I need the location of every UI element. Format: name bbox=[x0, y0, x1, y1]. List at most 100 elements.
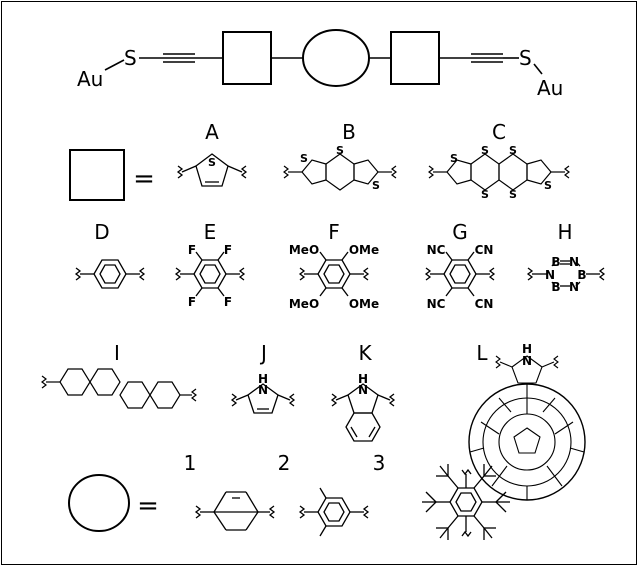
label-2: 2 bbox=[278, 451, 291, 475]
label-f: F bbox=[328, 220, 340, 244]
ring-2-inner bbox=[323, 502, 345, 522]
ring-f bbox=[317, 259, 351, 289]
nitrogen-atom: N bbox=[569, 280, 579, 294]
wavy-end-icon bbox=[230, 393, 238, 407]
bond-h-nb-right-top bbox=[575, 261, 581, 267]
cyano-group: NC bbox=[427, 297, 446, 311]
label-g: G bbox=[452, 220, 468, 244]
tert-butyl-group bbox=[436, 464, 459, 489]
wavy-end-icon bbox=[74, 267, 82, 281]
equals-sign-square: = bbox=[133, 164, 155, 194]
wavy-end-icon bbox=[41, 375, 47, 389]
methoxy-group: MeO bbox=[289, 297, 319, 311]
bond-h-nb-right-bottom bbox=[575, 281, 581, 287]
ring-c-3 bbox=[498, 153, 528, 191]
tert-butyl-group bbox=[482, 491, 510, 513]
fluorine-atom: F bbox=[188, 295, 196, 309]
boron-atom: B bbox=[551, 280, 560, 294]
square-unit-right bbox=[390, 31, 440, 85]
hydrogen-atom: H bbox=[258, 372, 268, 386]
square-legend-symbol bbox=[69, 149, 125, 201]
wavy-end-icon bbox=[553, 355, 559, 369]
methoxy-group: OMe bbox=[349, 297, 379, 311]
structure-i-fused-aromatic bbox=[41, 368, 197, 409]
bond-g-c2 bbox=[467, 251, 475, 261]
bond-f-o2 bbox=[341, 251, 349, 261]
wavy-end-icon bbox=[495, 355, 501, 369]
fullerene-spoke bbox=[480, 421, 500, 435]
wavy-end-icon bbox=[138, 267, 146, 281]
wavy-end-icon bbox=[461, 530, 472, 538]
methoxy-group: MeO bbox=[289, 243, 319, 257]
nitrogen-atom: N bbox=[522, 354, 532, 368]
bond-a-right bbox=[227, 165, 243, 173]
bond-a-left bbox=[181, 165, 197, 173]
boron-atom: B bbox=[577, 268, 586, 282]
ring-d-inner bbox=[99, 264, 121, 284]
ring-g bbox=[443, 259, 477, 289]
au-right-label: Au bbox=[537, 76, 563, 100]
bond-l-left bbox=[499, 361, 513, 368]
wavy-end-icon bbox=[362, 267, 370, 281]
double-bond-k-2 bbox=[368, 426, 376, 438]
label-d: D bbox=[94, 220, 109, 244]
bond-h-nb-left-top bbox=[551, 261, 556, 267]
bond-j-left bbox=[235, 394, 249, 401]
sulfur-atom: S bbox=[544, 179, 552, 192]
wavy-end-icon bbox=[298, 267, 306, 281]
fullerene-spoke bbox=[554, 421, 574, 435]
structure-f-tetramethoxybenzene: MeO OMe MeO OMe bbox=[289, 243, 379, 311]
wavy-end-icon bbox=[194, 505, 202, 519]
structure-1-bicyclooctane bbox=[194, 491, 276, 531]
wavy-end-icon bbox=[191, 388, 197, 402]
fullerene-spoke bbox=[469, 447, 485, 453]
bond-3 bbox=[447, 475, 459, 489]
tert-butyl-group bbox=[473, 515, 496, 540]
fluorine-atom: F bbox=[188, 243, 196, 257]
ring-j bbox=[247, 383, 279, 414]
wavy-end-icon bbox=[283, 165, 289, 179]
fullerene-ring-3 bbox=[498, 413, 556, 471]
ring-3-inner bbox=[455, 492, 477, 512]
equals-sign-circle: = bbox=[137, 491, 159, 521]
bond-1 bbox=[213, 511, 227, 531]
sulfur-atom: S bbox=[450, 152, 458, 165]
bond-e-f2 bbox=[217, 251, 225, 261]
wavy-end-icon bbox=[238, 267, 246, 281]
tert-butyl-group bbox=[422, 491, 450, 513]
structure-j-pyrrole: H N bbox=[230, 372, 296, 414]
wavy-end-icon bbox=[288, 393, 296, 407]
bond-3 bbox=[439, 527, 449, 539]
bond-2-methyl-bottom bbox=[319, 525, 327, 537]
wavy-end-icon bbox=[362, 505, 370, 519]
nitrogen-atom: N bbox=[569, 255, 579, 269]
structure-l-fullerene-pyrrole: H N bbox=[468, 342, 586, 501]
bond-g-c4 bbox=[467, 287, 475, 297]
bond-l-right bbox=[541, 361, 555, 368]
circle-unit-center bbox=[302, 29, 370, 87]
wavy-end-icon bbox=[388, 393, 396, 407]
structure-b-dithienothiophene: S S S bbox=[283, 144, 397, 192]
ring-2 bbox=[317, 497, 351, 527]
wavy-end-icon bbox=[428, 165, 434, 179]
bond-f-o4 bbox=[341, 287, 349, 297]
wavy-end-icon bbox=[526, 267, 534, 281]
ring-i-2 bbox=[89, 368, 121, 396]
wavy-end-icon bbox=[176, 165, 184, 179]
label-e: E bbox=[204, 220, 217, 244]
bond-e-f4 bbox=[217, 287, 225, 297]
bond-2-methyl-top bbox=[319, 487, 327, 499]
fullerene-spoke bbox=[546, 465, 563, 487]
cyano-group: NC bbox=[427, 243, 446, 257]
ring-e bbox=[193, 259, 227, 289]
ring-i-4 bbox=[149, 381, 181, 409]
cyano-group: CN bbox=[475, 243, 494, 257]
cyano-group: CN bbox=[475, 297, 494, 311]
circle-legend-symbol bbox=[68, 474, 130, 532]
nitrogen-atom: N bbox=[545, 268, 555, 282]
bond-1 bbox=[245, 491, 259, 513]
tert-butyl-group bbox=[473, 464, 496, 489]
sulfur-atom: S bbox=[509, 188, 517, 201]
sulfur-atom: S bbox=[372, 179, 380, 192]
au-left-label: Au bbox=[77, 67, 103, 91]
